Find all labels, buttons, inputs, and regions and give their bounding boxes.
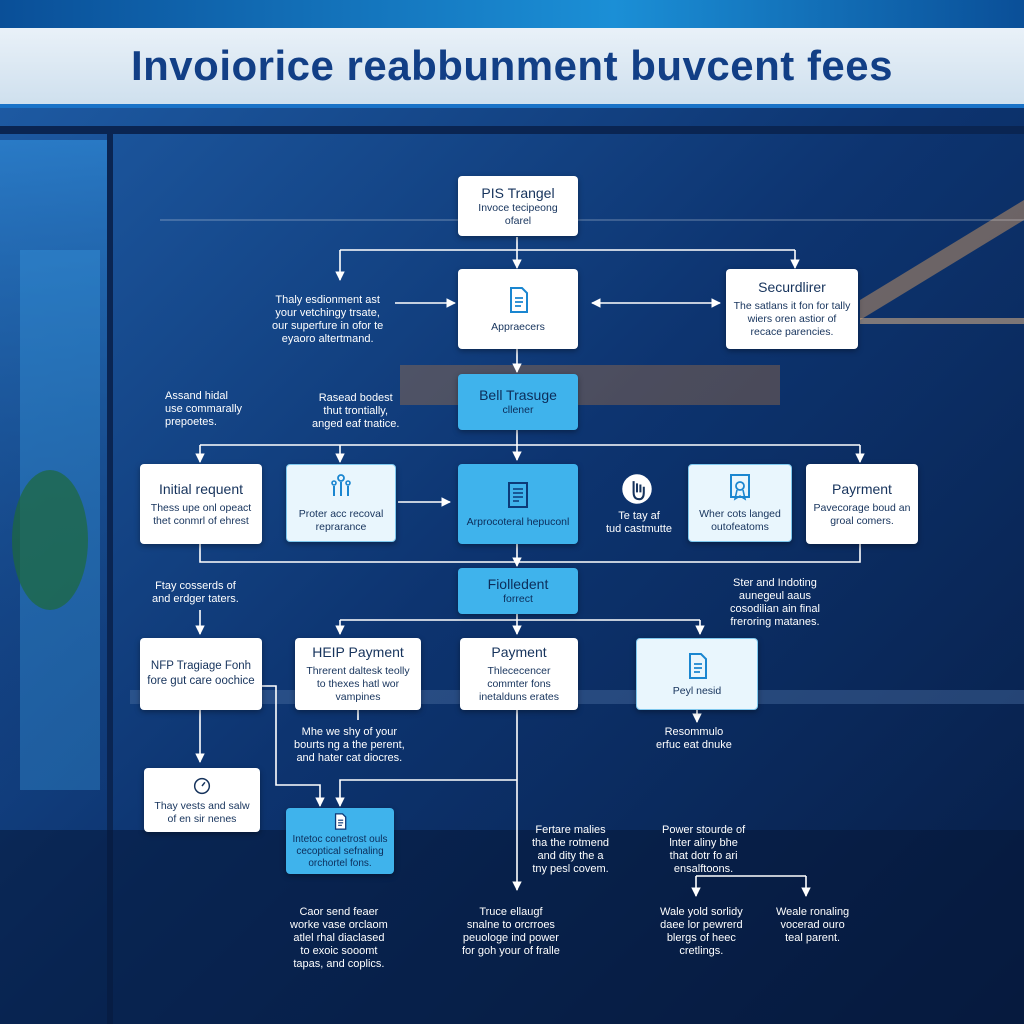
bell-trasuge-sub: cllener [502, 404, 534, 416]
fiolledent-box[interactable]: Fiolledent forrect [458, 568, 578, 614]
pis-target-title: PIS Trangel [481, 184, 555, 201]
proter-label: Proter acc recoval reprarance [298, 508, 384, 533]
bell-trasuge-box[interactable]: Bell Trasuge cllener [458, 374, 578, 430]
pis-target-box[interactable]: PIS Trangel Invoce tecipeong ofarel [458, 176, 578, 236]
certificate-icon [730, 474, 750, 501]
securdlirer-title: Securdlirer [758, 279, 826, 295]
document-icon [510, 286, 528, 313]
fiolledent-title: Fiolledent [487, 576, 549, 592]
initial-request-box[interactable]: Initial requent Thess upe onl opeact the… [140, 464, 262, 544]
payment-box[interactable]: Payrment Pavecorage boud an groal comers… [806, 464, 918, 544]
bell-trasuge-title: Bell Trasuge [479, 387, 557, 403]
approval-request-label: Arprocoteral hepuconl [466, 515, 570, 528]
thay-label: Thay vests and salw of en sir nenes [154, 799, 250, 825]
appraecers-box[interactable]: Appraecers [458, 269, 578, 349]
thay-box[interactable]: Thay vests and salw of en sir nenes [144, 768, 260, 832]
nfp-label: NFP Tragiage Fonh fore gut care oochice [147, 660, 255, 687]
payment-2-sub: Thlececencer commter fons inetalduns era… [479, 665, 559, 703]
intoc-box[interactable]: Intetoc conetrost ouls cecoptical sefnal… [286, 808, 394, 874]
form-icon [508, 481, 528, 508]
heip-payment-box[interactable]: HEIP Payment Threrent daltesk teolly to … [295, 638, 421, 710]
document-icon [334, 813, 347, 830]
heip-payment-title: HEIP Payment [312, 644, 404, 660]
page-title: Invoiorice reabbunment buvcent fees [130, 42, 893, 89]
heip-payment-sub: Threrent daltesk teolly to thexes hatl w… [306, 665, 410, 703]
payment-sub: Pavecorage boud an groal comers. [813, 501, 911, 527]
fiolledent-sub: forrect [503, 593, 533, 605]
payment-2-title: Payment [491, 644, 547, 660]
gauge-icon [193, 777, 211, 794]
payment-title: Payrment [832, 480, 892, 497]
people-icon [331, 474, 351, 496]
nfp-box[interactable]: NFP Tragiage Fonh fore gut care oochice [140, 638, 262, 710]
securdlirer-box[interactable]: Securdlirer The satlans it fon for tally… [726, 269, 858, 349]
document-icon [689, 652, 707, 679]
wher-label: Wher cots langed outofeatoms [699, 508, 781, 533]
proter-box[interactable]: Proter acc recoval reprarance [286, 464, 396, 542]
top-strip [0, 0, 1024, 28]
securdlirer-sub: The satlans it fon for tally wiers oren … [733, 300, 851, 338]
peyl-box[interactable]: Peyl nesid [636, 638, 758, 710]
initial-request-title: Initial requent [158, 480, 244, 497]
wher-box[interactable]: Wher cots langed outofeatoms [688, 464, 792, 542]
peyl-label: Peyl nesid [672, 684, 722, 697]
intoc-label: Intetoc conetrost ouls cecoptical sefnal… [292, 834, 388, 869]
payment-2-box[interactable]: Payment Thlececencer commter fons inetal… [460, 638, 578, 710]
appraecers-label: Appraecers [491, 320, 545, 333]
title-banner: Invoiorice reabbunment buvcent fees [0, 28, 1024, 108]
pis-target-sub: Invoce tecipeong ofarel [478, 201, 558, 227]
initial-request-sub: Thess upe onl opeact thet conmrl of ehre… [150, 501, 252, 527]
hand-pointer-icon [622, 474, 652, 504]
approval-request-box[interactable]: Arprocoteral hepuconl [458, 464, 578, 544]
